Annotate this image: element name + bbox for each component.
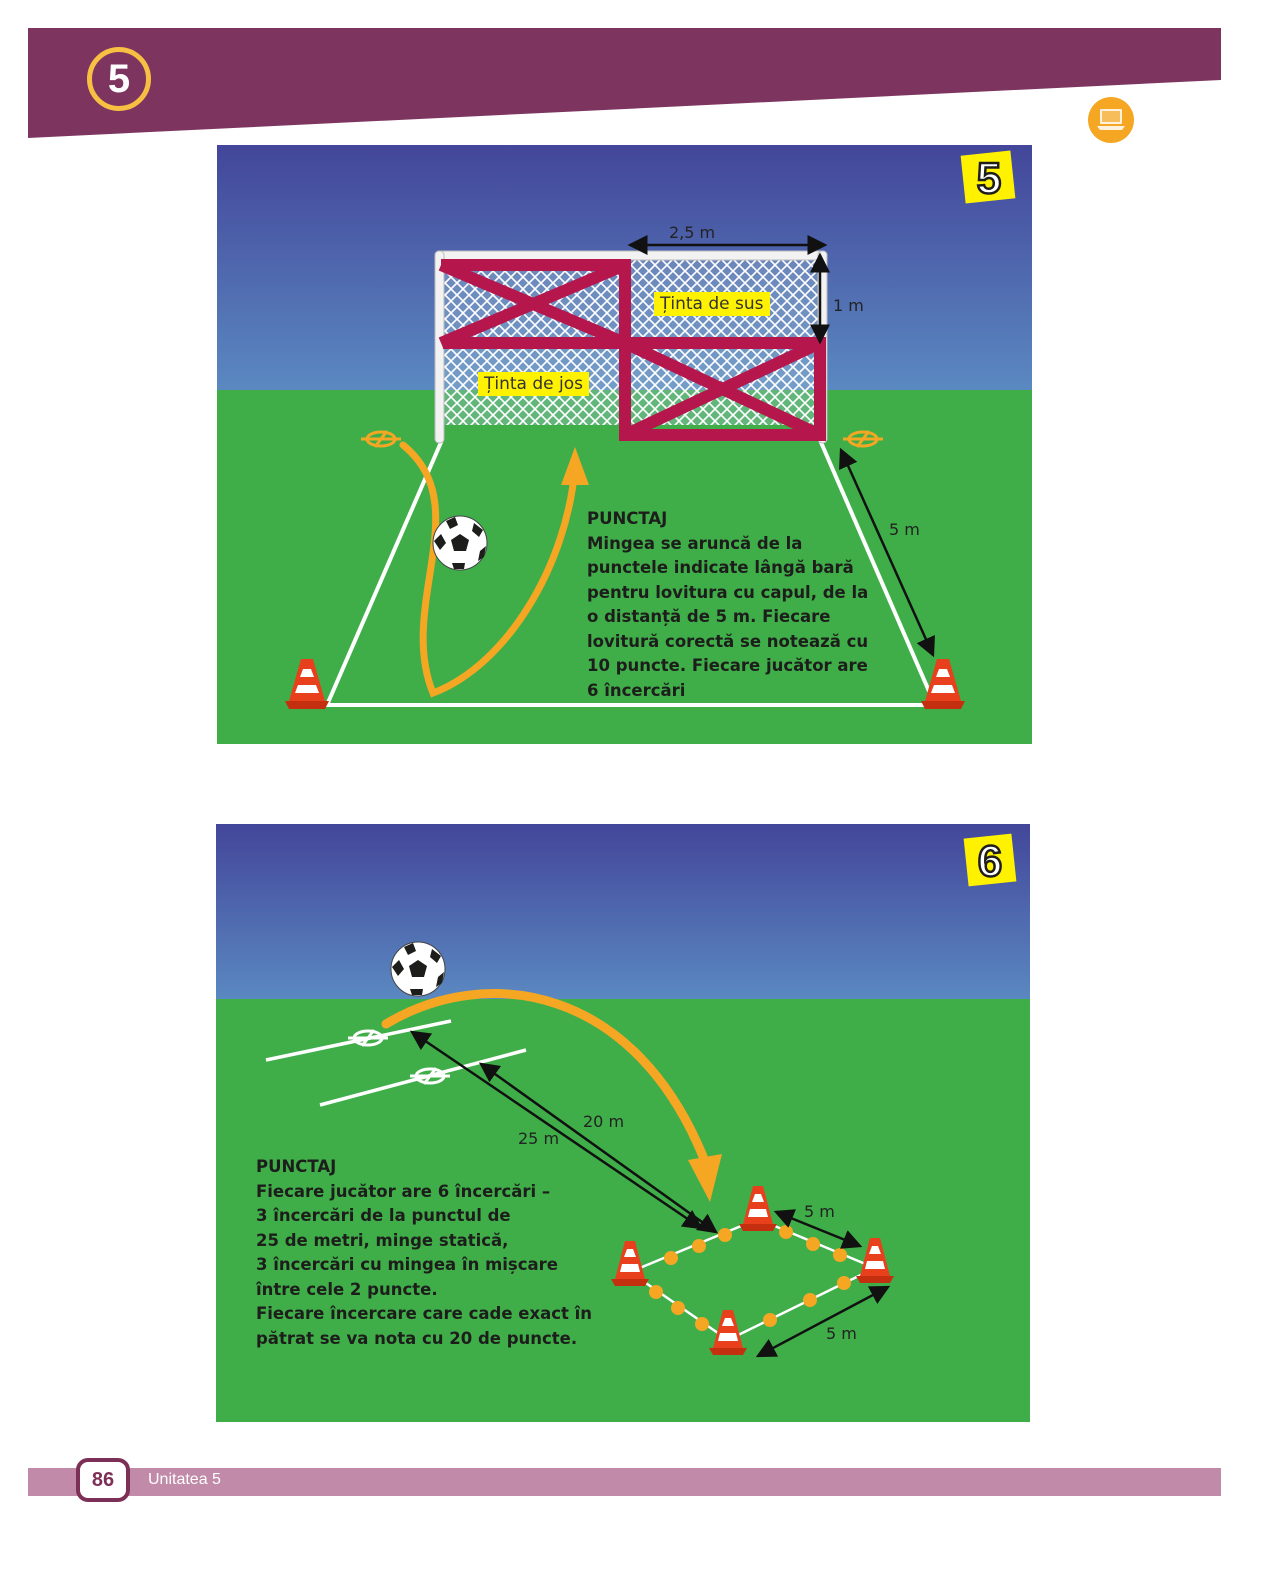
side-bottom-arrow xyxy=(755,1285,891,1358)
footer-bar xyxy=(28,1468,1221,1496)
header-band xyxy=(28,28,1221,138)
score-line: 25 de metri, minge statică, xyxy=(256,1230,509,1250)
score-line: 3 încercări de la punctul de xyxy=(256,1206,511,1225)
side-top-arrow xyxy=(773,1209,863,1249)
exercise-badge: 6 xyxy=(963,833,1017,887)
score-title: PUNCTAJ xyxy=(587,509,668,528)
score-line: punctele indicate lângă bară xyxy=(587,558,854,577)
score-line: pătrat se va nota cu 20 de puncte. xyxy=(256,1328,578,1348)
distance-25-arrow xyxy=(409,1030,704,1230)
score-line: pentru lovitura cu capul, de la xyxy=(587,582,869,602)
score-title: PUNCTAJ xyxy=(256,1157,337,1176)
score-line: 10 puncte. Fiecare jucător are xyxy=(587,656,868,675)
target-top-label: Ținta de sus xyxy=(654,292,770,316)
unit-label: Unitatea 5 xyxy=(148,1471,221,1488)
unit-number: 5 xyxy=(107,56,131,101)
exercise-6-illustration: 6 xyxy=(216,824,1030,1422)
exercise-badge: 5 xyxy=(960,150,1016,204)
side-bottom-label: 5 m xyxy=(826,1324,857,1343)
unit-number-badge: 5 xyxy=(87,47,151,111)
distance-20-label: 20 m xyxy=(583,1112,625,1131)
page-number: 86 xyxy=(91,1468,115,1491)
score-line: o distanță de 5 m. Fiecare xyxy=(587,607,831,626)
soccer-ball-icon xyxy=(390,941,446,997)
badge-number: 6 xyxy=(978,837,1002,886)
side-top-label: 5 m xyxy=(804,1202,835,1221)
score-text: PUNCTAJ Mingea se aruncă de la punctele … xyxy=(587,507,868,703)
target-zones xyxy=(438,259,826,441)
distance-label: 5 m xyxy=(889,520,920,539)
soccer-ball-icon xyxy=(432,515,488,571)
score-text: PUNCTAJ Fiecare jucător are 6 încercări … xyxy=(256,1155,592,1351)
distance-arrow xyxy=(839,447,935,658)
laptop-media-icon[interactable] xyxy=(1087,96,1135,144)
score-line: 3 încercări cu mingea în mișcare xyxy=(256,1255,558,1274)
distance-25-label: 25 m xyxy=(518,1129,560,1148)
exercise-6-panel: 6 20 m 25 m 5 m 5 m PUNCTAJ Fiecare jucă… xyxy=(216,824,1030,1422)
ball-trajectory-arrow xyxy=(399,441,579,698)
goal-height-label: 1 m xyxy=(833,296,864,315)
goal-width-label: 2,5 m xyxy=(669,223,716,242)
score-line: 6 încercări xyxy=(587,680,686,700)
score-line: Fiecare încercare care cade exact în xyxy=(256,1304,593,1323)
score-line: lovitură corectă se notează cu xyxy=(587,631,869,651)
target-bottom-label: Ținta de jos xyxy=(478,372,590,396)
score-line: Mingea se aruncă de la xyxy=(587,533,803,553)
ball-trajectory-arrow xyxy=(381,989,711,1169)
score-line: între cele 2 puncte. xyxy=(256,1279,438,1299)
score-line: Fiecare jucător are 6 încercări – xyxy=(256,1181,551,1201)
exercise-5-illustration: 5 xyxy=(217,145,1032,744)
page-number-badge: 86 xyxy=(76,1458,130,1502)
badge-number: 5 xyxy=(977,154,1001,203)
exercise-5-panel: 5 2,5 m 1 m 5 m Ținta de sus Ținta de jo… xyxy=(217,145,1032,744)
